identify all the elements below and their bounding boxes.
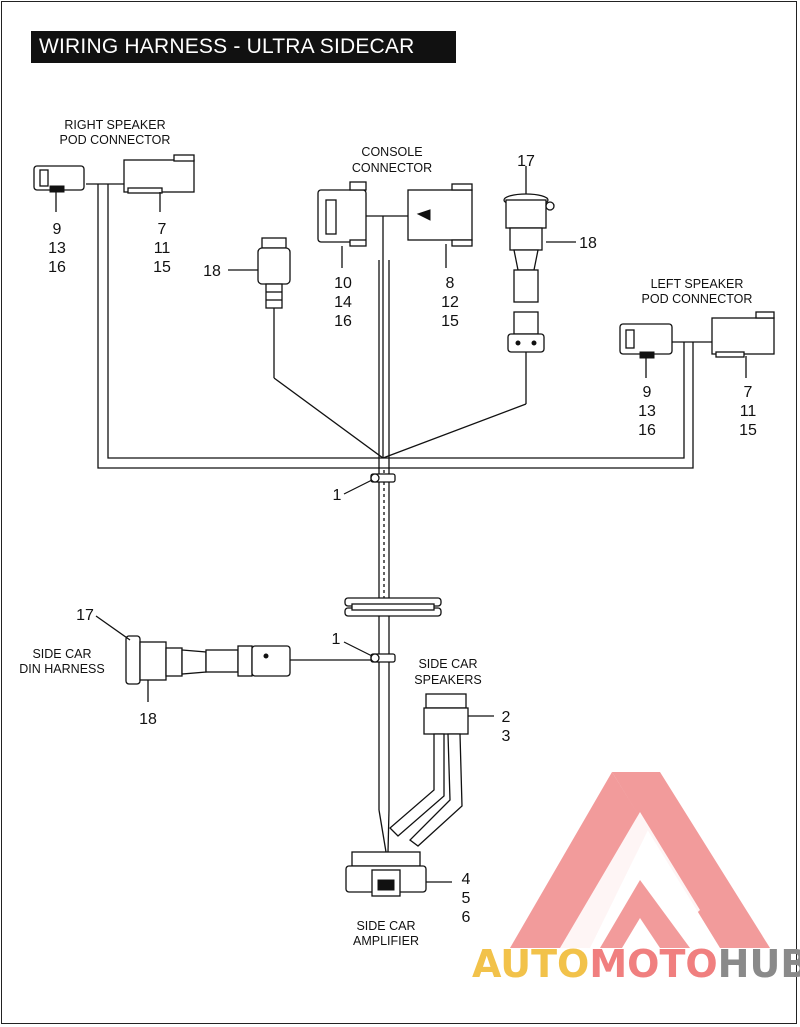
callout-left-pod-right-2: 11 [740,403,757,420]
label-sidecar-amplifier-2: AMPLIFIER [353,934,419,948]
sidecar-din-harness [95,615,291,702]
label-sidecar-din-1: SIDE CAR [32,647,91,661]
callout-right-pod-right-2: 11 [154,240,171,257]
callout-right-pod-left-1: 9 [53,221,62,238]
callout-top-din-17: 17 [517,153,535,170]
grommet [344,597,442,617]
clip-lower [370,653,396,663]
callout-amplifier-6: 6 [462,909,471,926]
callout-left-pod-right-1: 7 [744,384,753,401]
callout-left-pod-left-1: 9 [643,384,652,401]
callout-right-pod-left-3: 16 [48,259,66,276]
label-sidecar-din-2: DIN HARNESS [19,662,104,676]
watermark-auto: AUTO [472,942,589,986]
callout-console-right-1: 8 [446,275,455,292]
callout-console-left-2: 14 [334,294,352,311]
harness-trunk [86,183,712,853]
callout-console-right-3: 15 [441,313,459,330]
label-console-1: CONSOLE [361,145,422,159]
callout-console-left-3: 16 [334,313,352,330]
callout-left-pod-right-3: 15 [739,422,757,439]
callout-sidecar-din-18: 18 [139,711,157,728]
callout-right-pod-right-1: 7 [158,221,167,238]
label-right-speaker-1: RIGHT SPEAKER [64,118,165,132]
callout-amplifier-4: 4 [462,871,471,888]
callout-left-pod-left-3: 16 [638,422,656,439]
sidecar-amplifier [345,851,452,897]
callout-clip-lower: 1 [332,631,341,648]
callout-speakers-3: 3 [502,728,511,745]
callout-clip-upper: 1 [333,487,342,504]
callout-amplifier-5: 5 [462,890,471,907]
watermark-logo [510,772,770,948]
sidecar-speakers-connector [389,693,494,847]
watermark-text: AUTOMOTOHUB [472,942,800,986]
left-plug [228,237,291,309]
label-sidecar-speakers-1: SIDE CAR [418,657,477,671]
callout-sidecar-din-17: 17 [76,607,94,624]
label-sidecar-speakers-2: SPEAKERS [414,673,481,687]
diagram-title: WIRING HARNESS - ULTRA SIDECAR [31,31,456,63]
label-console-2: CONNECTOR [352,161,432,175]
console-connector [317,181,473,268]
clip-upper [370,473,396,483]
callout-right-pod-right-3: 15 [153,259,171,276]
callout-left-pod-left-2: 13 [638,403,656,420]
callout-console-right-2: 12 [441,294,459,311]
label-sidecar-amplifier-1: SIDE CAR [356,919,415,933]
label-left-speaker-2: POD CONNECTOR [642,292,753,306]
label-right-speaker-2: POD CONNECTOR [60,133,171,147]
callout-right-pod-left-2: 13 [48,240,66,257]
callout-top-din-18: 18 [579,235,597,252]
watermark-moto: MOTO [589,942,717,986]
watermark-hub: HUB [718,942,800,986]
right-speaker-pod-connector [33,154,195,212]
callout-speakers-2: 2 [502,709,511,726]
callout-left-plug-18: 18 [203,263,221,280]
label-left-speaker-1: LEFT SPEAKER [651,277,744,291]
callout-console-left-1: 10 [334,275,352,292]
left-speaker-pod-connector [619,311,775,378]
top-din-connector [503,166,576,353]
